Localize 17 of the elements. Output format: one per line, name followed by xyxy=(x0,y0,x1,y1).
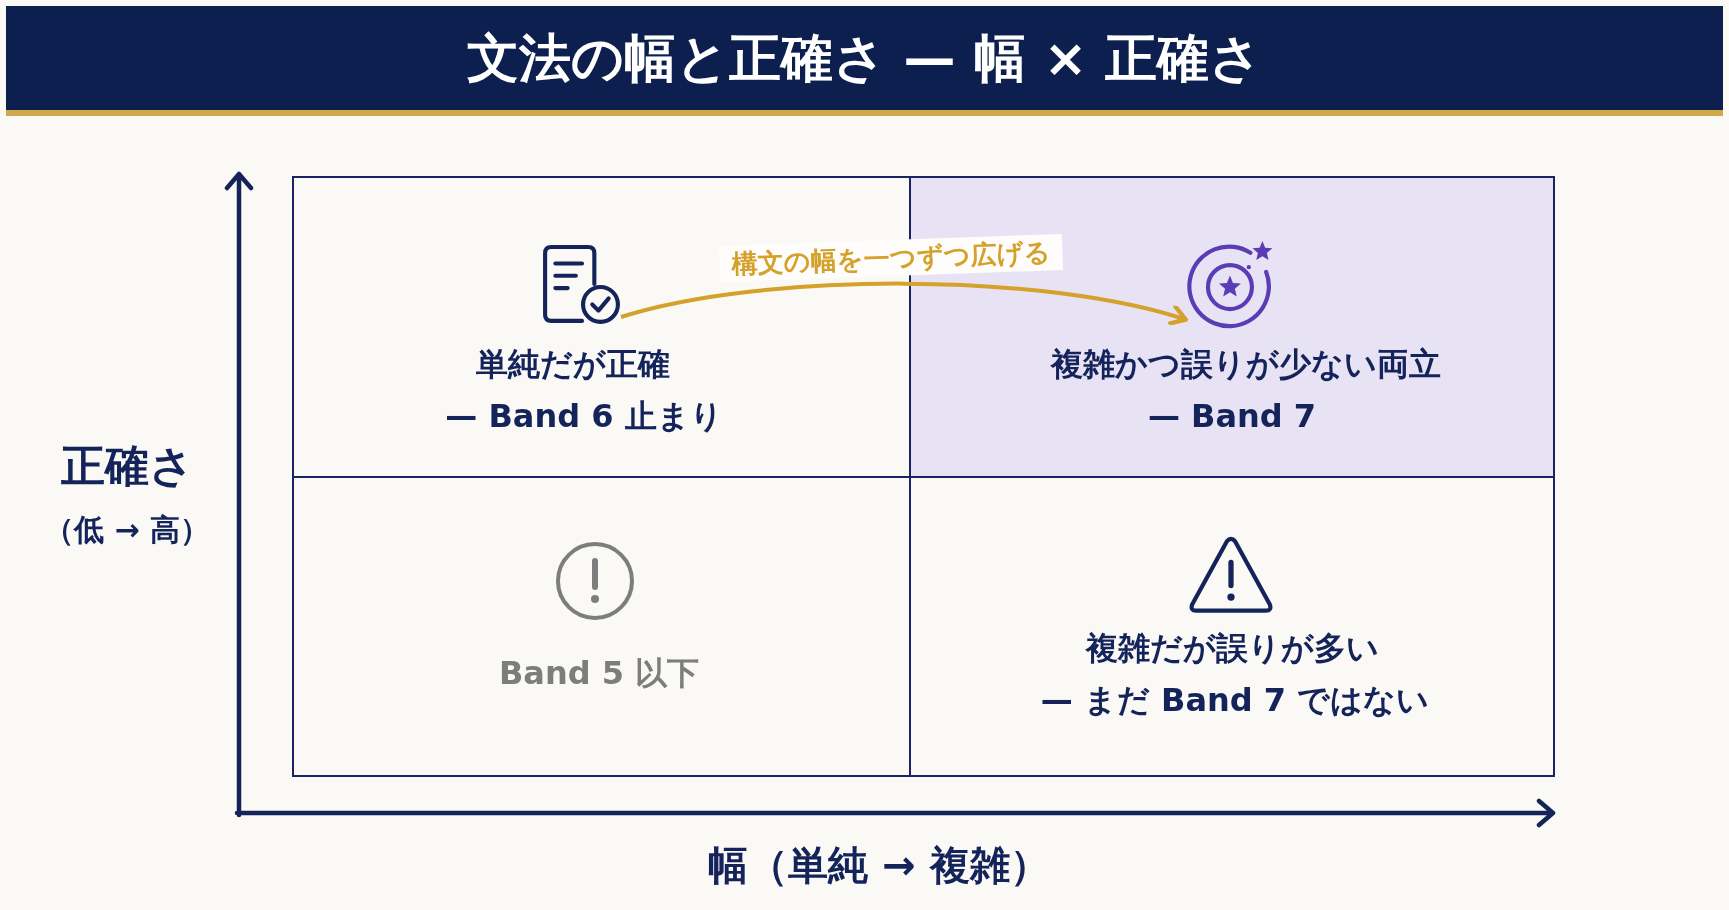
document-check-icon xyxy=(541,245,621,325)
axis-label: 正確さ xyxy=(60,438,194,493)
quadrant-box xyxy=(292,476,911,777)
quadrant-title: 複雑かつ誤りが少ない両立 xyxy=(1051,344,1441,384)
quadrant-box xyxy=(909,476,1555,777)
quadrant-title: 複雑だが誤りが多い xyxy=(1085,628,1379,668)
axis-label: （低 → 高） xyxy=(44,511,210,549)
band-note: — まだ Band 7 ではない xyxy=(1040,680,1430,720)
axis-label: 幅（単純 → 複雑） xyxy=(708,841,1050,890)
band-note: — Band 6 止まり xyxy=(445,396,723,436)
title: 文法の幅と正確さ — 幅 × 正確さ xyxy=(466,27,1263,90)
band-note: Band 5 以下 xyxy=(498,653,700,693)
band-note: — Band 7 xyxy=(1147,396,1317,436)
quadrant-title: 単純だが正確 xyxy=(476,344,670,384)
arrow xyxy=(620,281,1188,327)
edge-label: 構文の幅を一つずつ広げる xyxy=(719,234,1063,282)
target-star-icon xyxy=(1187,240,1275,330)
